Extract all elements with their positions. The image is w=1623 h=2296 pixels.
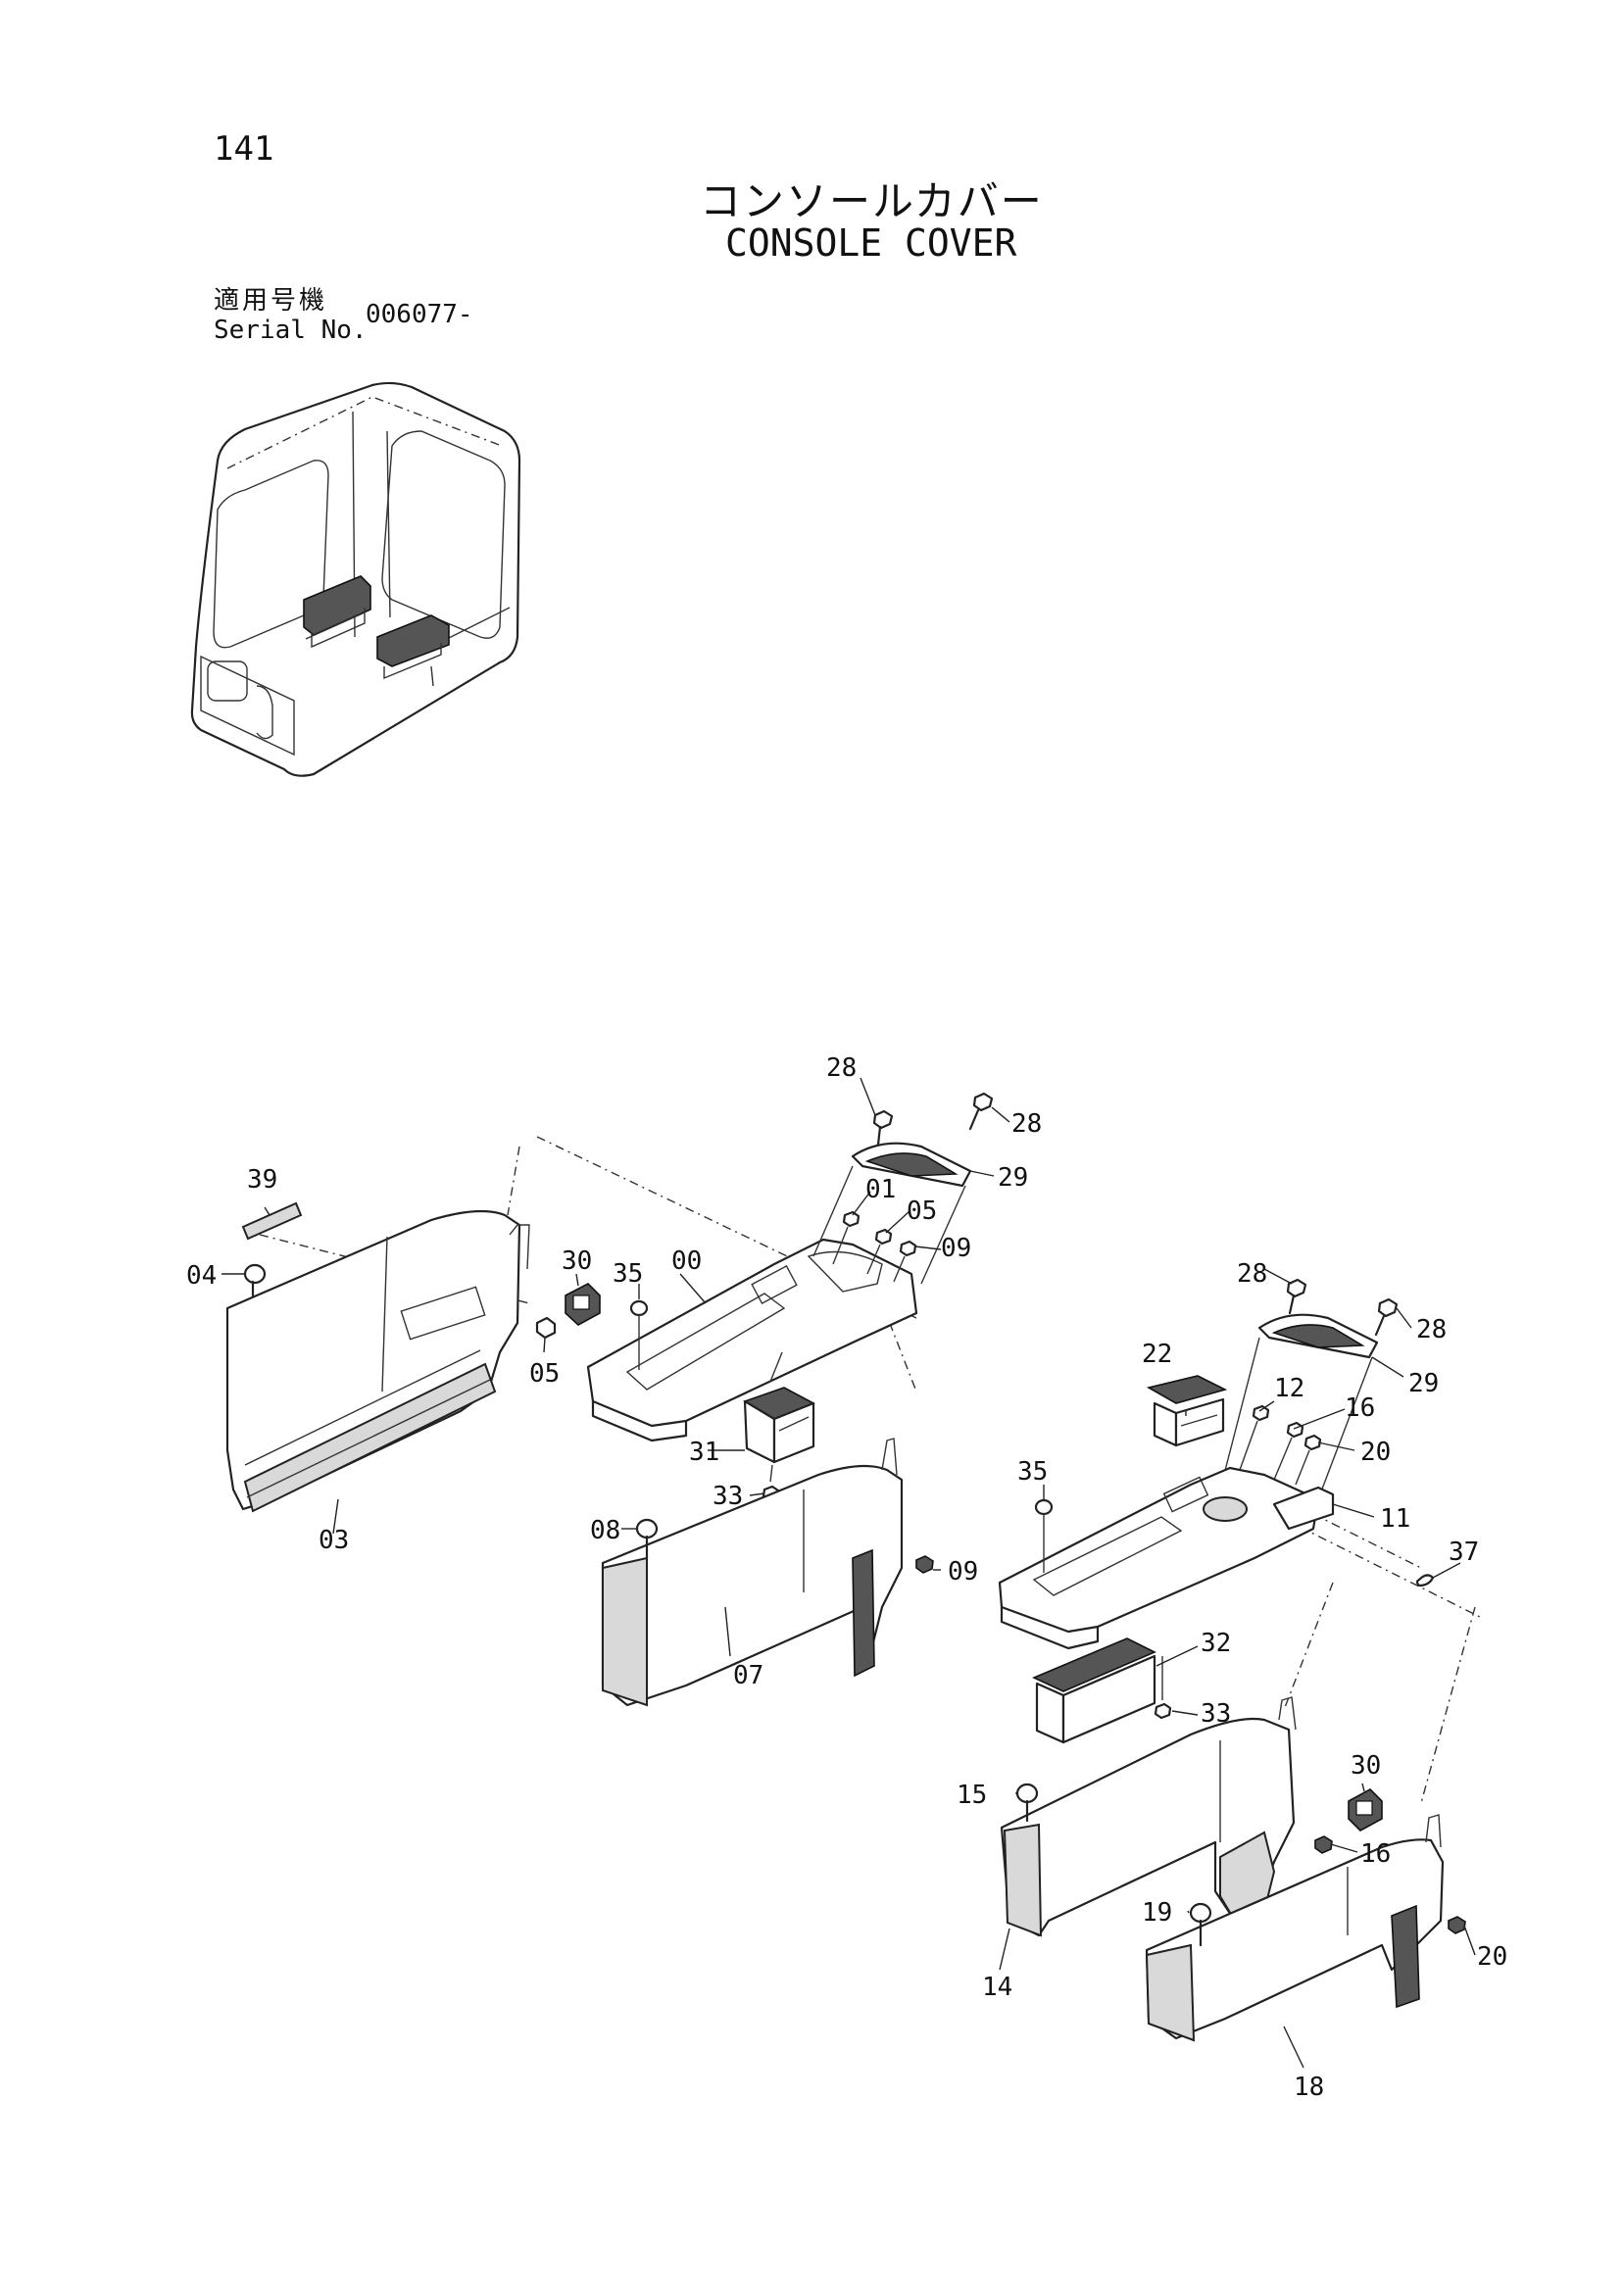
title-english: CONSOLE COVER [725, 221, 1017, 265]
callout-39: 39 [247, 1165, 277, 1195]
callout-04: 04 [186, 1261, 217, 1291]
part-35-clip-right [1034, 1498, 1054, 1573]
console-right-highlight [376, 614, 450, 687]
part-01-bolt [832, 1210, 861, 1265]
callout-28: 28 [1416, 1315, 1447, 1344]
callout-12: 12 [1274, 1374, 1304, 1403]
serial-number-value: 006077- [366, 300, 473, 329]
part-09-nut-lower [915, 1555, 934, 1574]
leader-lines [221, 1077, 1476, 2069]
callout-33: 33 [713, 1482, 743, 1511]
part-37-clip [1415, 1574, 1435, 1588]
callout-16: 16 [1345, 1393, 1375, 1423]
callout-37: 37 [1449, 1538, 1479, 1567]
callout-11: 11 [1380, 1504, 1410, 1534]
part-19-clip [1189, 1902, 1212, 1947]
left-console-assembly [225, 1092, 994, 1707]
callout-20: 20 [1360, 1438, 1391, 1467]
callout-09: 09 [948, 1557, 978, 1587]
part-05-nut-lower [535, 1316, 557, 1340]
part-16-bolt-upper [1273, 1421, 1304, 1481]
callout-29: 29 [998, 1163, 1028, 1193]
callout-05: 05 [529, 1359, 560, 1389]
part-28-bolt-c [1286, 1278, 1307, 1315]
callout-28: 28 [1011, 1109, 1042, 1139]
page-number: 141 [214, 129, 274, 169]
part-32-tray [1032, 1637, 1156, 1744]
callout-20: 20 [1477, 1942, 1507, 1972]
callout-30: 30 [1351, 1751, 1381, 1781]
part-28-bolt-d [1374, 1297, 1399, 1337]
right-console-assembly [998, 1278, 1481, 2042]
callout-05: 05 [907, 1197, 937, 1226]
callout-28: 28 [826, 1053, 857, 1083]
part-callouts: 28 28 29 01 05 09 39 04 30 35 00 05 03 3… [186, 1053, 1507, 2102]
serial-label-japanese: 適用号機 [214, 286, 328, 316]
part-35-clip-left [629, 1299, 649, 1370]
callout-00: 00 [671, 1246, 702, 1276]
part-39-label-plate [241, 1201, 303, 1241]
callout-35: 35 [613, 1259, 643, 1289]
callout-14: 14 [982, 1973, 1012, 2002]
part-16-nut-lower [1314, 1835, 1333, 1854]
title-japanese: コンソールカバー [700, 177, 1044, 225]
callout-15: 15 [957, 1781, 987, 1810]
part-28-bolt-a [872, 1109, 894, 1147]
callout-09: 09 [941, 1234, 971, 1263]
part-22-ashtray [1146, 1375, 1228, 1447]
right-console-top [998, 1466, 1320, 1650]
part-04-clip [243, 1263, 267, 1297]
cab-overview-illustration [190, 381, 521, 777]
callout-35: 35 [1017, 1457, 1048, 1487]
callout-33: 33 [1201, 1699, 1231, 1729]
callout-16: 16 [1360, 1839, 1391, 1869]
part-29-boot-upper [812, 1142, 972, 1285]
part-18-outer-cover [1145, 1814, 1445, 2042]
part-20-nut-lower [1448, 1916, 1466, 1934]
part-31-cup-holder [743, 1351, 815, 1464]
part-30-grommet [565, 1283, 601, 1326]
part-28-bolt-b [968, 1092, 994, 1131]
part-14-inner-cover [1000, 1696, 1297, 1937]
part-05-bolt-upper [866, 1228, 893, 1275]
callout-08: 08 [590, 1516, 620, 1545]
callout-03: 03 [319, 1526, 349, 1555]
callout-22: 22 [1142, 1340, 1172, 1369]
part-09-bolt-upper [893, 1240, 917, 1283]
part-30-grommet-right [1348, 1788, 1383, 1832]
callout-01: 01 [865, 1175, 896, 1204]
serial-label-english: Serial No. [214, 316, 368, 345]
part-20-bolt-upper [1295, 1434, 1322, 1486]
callout-29: 29 [1408, 1369, 1439, 1398]
callout-28: 28 [1237, 1259, 1267, 1289]
callout-30: 30 [562, 1246, 592, 1276]
callout-32: 32 [1201, 1629, 1231, 1658]
part-00-console-top [586, 1238, 918, 1442]
part-15-clip [1015, 1783, 1039, 1823]
callout-18: 18 [1294, 2073, 1324, 2102]
part-03-side-panel [225, 1209, 530, 1513]
part-29-boot-right [1219, 1313, 1379, 1500]
callout-31: 31 [689, 1438, 719, 1467]
callout-19: 19 [1142, 1898, 1172, 1928]
callout-07: 07 [733, 1661, 763, 1690]
console-left-highlight [303, 575, 371, 649]
part-07-lower-cover [601, 1438, 904, 1707]
part-12-bolt [1239, 1404, 1270, 1471]
